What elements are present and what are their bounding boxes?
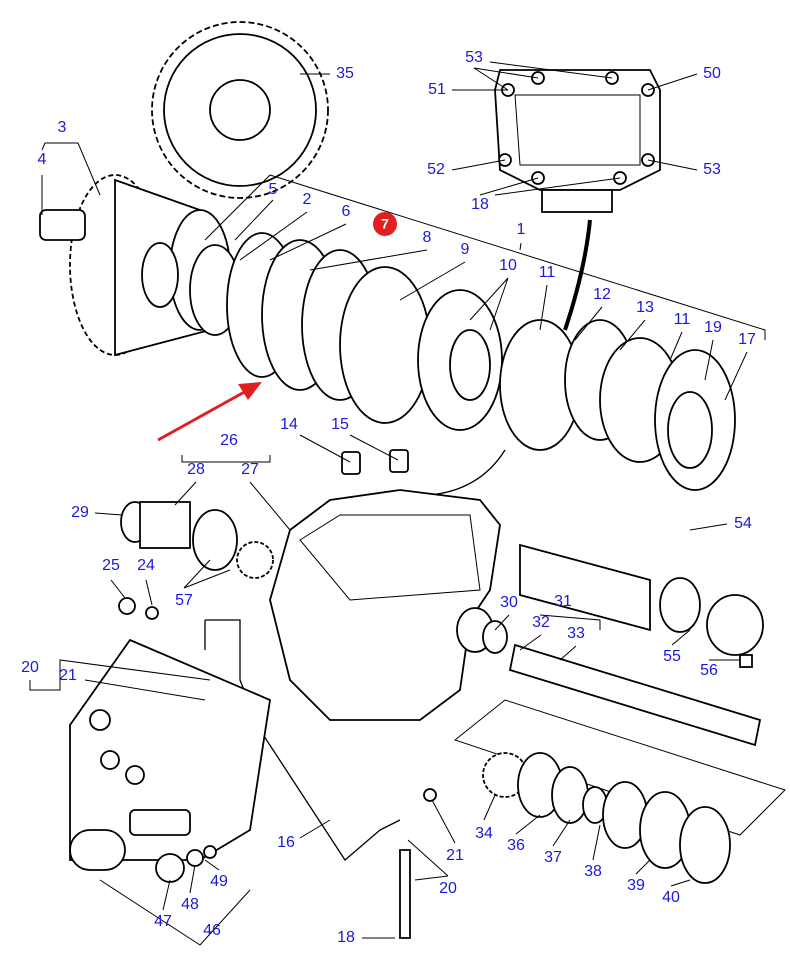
callout-21b[interactable]: 21 [446, 847, 464, 864]
callout-36[interactable]: 36 [507, 837, 525, 854]
callout-40[interactable]: 40 [662, 889, 680, 906]
callout-53b[interactable]: 53 [703, 161, 721, 178]
callout-34[interactable]: 34 [475, 825, 493, 842]
gear-35 [151, 21, 329, 199]
callout-3[interactable]: 3 [58, 119, 67, 136]
callout-14[interactable]: 14 [280, 416, 298, 433]
callout-13[interactable]: 13 [636, 299, 654, 316]
callout-38[interactable]: 38 [584, 863, 602, 880]
callout-28[interactable]: 28 [187, 461, 205, 478]
callout-10[interactable]: 10 [499, 257, 517, 274]
callout-17[interactable]: 17 [738, 331, 756, 348]
callout-56[interactable]: 56 [700, 662, 718, 679]
callout-35[interactable]: 35 [336, 65, 354, 82]
callout-57[interactable]: 57 [175, 592, 193, 609]
transmission-housing [269, 489, 501, 721]
callout-39[interactable]: 39 [627, 877, 645, 894]
marker-label: 7 [381, 216, 389, 232]
callout-19[interactable]: 19 [704, 319, 722, 336]
cover-plate [494, 69, 661, 213]
callout-16[interactable]: 16 [277, 834, 295, 851]
callout-48[interactable]: 48 [181, 896, 199, 913]
valve-body [69, 638, 271, 883]
lower-right-parts [482, 752, 731, 884]
callout-50[interactable]: 50 [703, 65, 721, 82]
callout-52[interactable]: 52 [427, 161, 445, 178]
callout-30[interactable]: 30 [500, 594, 518, 611]
callout-29[interactable]: 29 [71, 504, 89, 521]
callout-11[interactable]: 11 [539, 264, 556, 281]
clutch-plates [189, 232, 736, 491]
callout-8[interactable]: 8 [423, 229, 432, 246]
callout-33[interactable]: 33 [567, 625, 585, 642]
callout-26[interactable]: 26 [220, 432, 238, 449]
callout-24[interactable]: 24 [137, 557, 155, 574]
callout-6[interactable]: 6 [342, 203, 351, 220]
callout-18[interactable]: 18 [471, 196, 489, 213]
leader-lines [29, 61, 748, 946]
shafts [482, 543, 764, 747]
bush-15 [389, 449, 409, 473]
callout-labels: 35 3 4 5 2 6 8 9 1 10 11 12 13 11 19 17 … [21, 49, 756, 946]
callout-37[interactable]: 37 [544, 849, 562, 866]
callout-55[interactable]: 55 [663, 648, 681, 665]
callout-46[interactable]: 46 [203, 922, 221, 939]
bearing-assembly-26 [120, 501, 274, 579]
callout-31[interactable]: 31 [554, 593, 572, 610]
callout-18b[interactable]: 18 [337, 929, 355, 946]
callout-25[interactable]: 25 [102, 557, 120, 574]
callout-54[interactable]: 54 [734, 515, 752, 532]
callout-20b[interactable]: 20 [439, 880, 457, 897]
callout-47[interactable]: 47 [154, 913, 172, 930]
callout-27[interactable]: 27 [241, 461, 259, 478]
callout-15[interactable]: 15 [331, 416, 349, 433]
callout-11b[interactable]: 11 [674, 311, 691, 328]
callout-21[interactable]: 21 [59, 667, 77, 684]
callout-12[interactable]: 12 [593, 286, 611, 303]
bush-14 [341, 451, 361, 475]
callout-5[interactable]: 5 [269, 181, 278, 198]
highlight-marker-7[interactable]: 7 [373, 212, 397, 236]
callout-51[interactable]: 51 [428, 81, 446, 98]
callout-1[interactable]: 1 [517, 221, 526, 238]
callout-2[interactable]: 2 [303, 191, 312, 208]
callout-20[interactable]: 20 [21, 659, 39, 676]
callout-9[interactable]: 9 [461, 241, 470, 258]
callout-4[interactable]: 4 [38, 151, 47, 168]
callout-49[interactable]: 49 [210, 873, 228, 890]
callout-32[interactable]: 32 [532, 614, 550, 631]
callout-53[interactable]: 53 [465, 49, 483, 66]
red-arrow [157, 382, 262, 442]
